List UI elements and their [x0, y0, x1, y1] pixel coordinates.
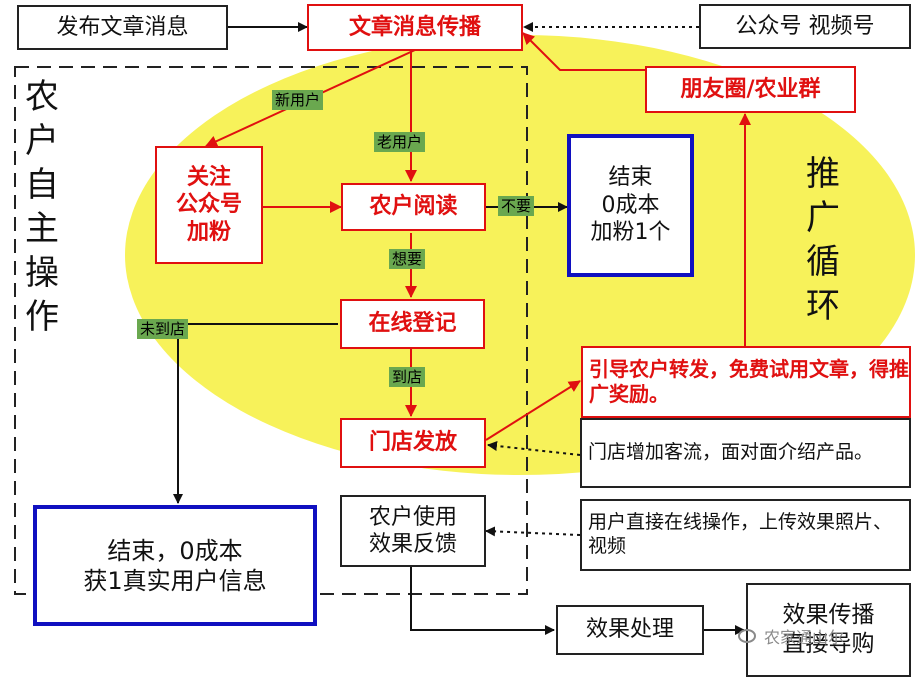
arrow-store-to-guide [485, 380, 581, 441]
article-spread-node: 文章消息传播 [307, 4, 523, 51]
tag-want: 想要 [389, 249, 426, 269]
promo-loop-label: 推广循环 [806, 154, 840, 326]
wechat-logo-icon [738, 629, 756, 643]
online-register-node: 在线登记 [340, 299, 485, 349]
tag-no-need: 不要 [498, 196, 535, 216]
arrow-moments-to-spread [522, 32, 645, 71]
official-accounts-node: 公众号 视频号 [699, 4, 911, 49]
watermark-text: 农家通山尔 [764, 628, 845, 647]
moments-groups-node: 朋友圈/农业群 [645, 66, 856, 113]
self-operation-region [14, 66, 528, 595]
guide-forward-node: 引导农户转发，免费试用文章，得推广奖励。 [581, 346, 911, 418]
tag-arrived: 到店 [389, 367, 426, 387]
publish-article-node: 发布文章消息 [17, 5, 228, 50]
farmer-read-node: 农户阅读 [341, 183, 486, 231]
upload-note-node: 用户直接在线操作，上传效果照片、视频 [580, 499, 911, 571]
wechat-watermark: 农家通山尔 [738, 622, 888, 650]
effect-process-node: 效果处理 [556, 605, 704, 655]
arrow-upload-to-usage [485, 526, 581, 537]
end-zero-cost-node: 结束 0成本 加粉1个 [567, 134, 694, 277]
effect-spread-node: 效果传播 直接导购 [746, 583, 911, 677]
arrow-usage-to-process [410, 567, 555, 635]
usage-feedback-node: 农户使用 效果反馈 [340, 495, 486, 567]
self-operation-label: 农户自主操作 [25, 77, 59, 337]
store-traffic-note: 门店增加客流，面对面介绍产品。 [580, 418, 911, 488]
tag-not-arrived: 未到店 [137, 319, 189, 339]
arrow-note-to-store [487, 441, 581, 456]
tag-new-user: 新用户 [272, 90, 324, 110]
tag-old-user: 老用户 [374, 132, 426, 152]
store-distribute-node: 门店发放 [340, 418, 486, 468]
end-user-info-node: 结束，0成本 获1真实用户信息 [33, 505, 317, 626]
follow-node: 关注 公众号 加粉 [155, 146, 263, 264]
